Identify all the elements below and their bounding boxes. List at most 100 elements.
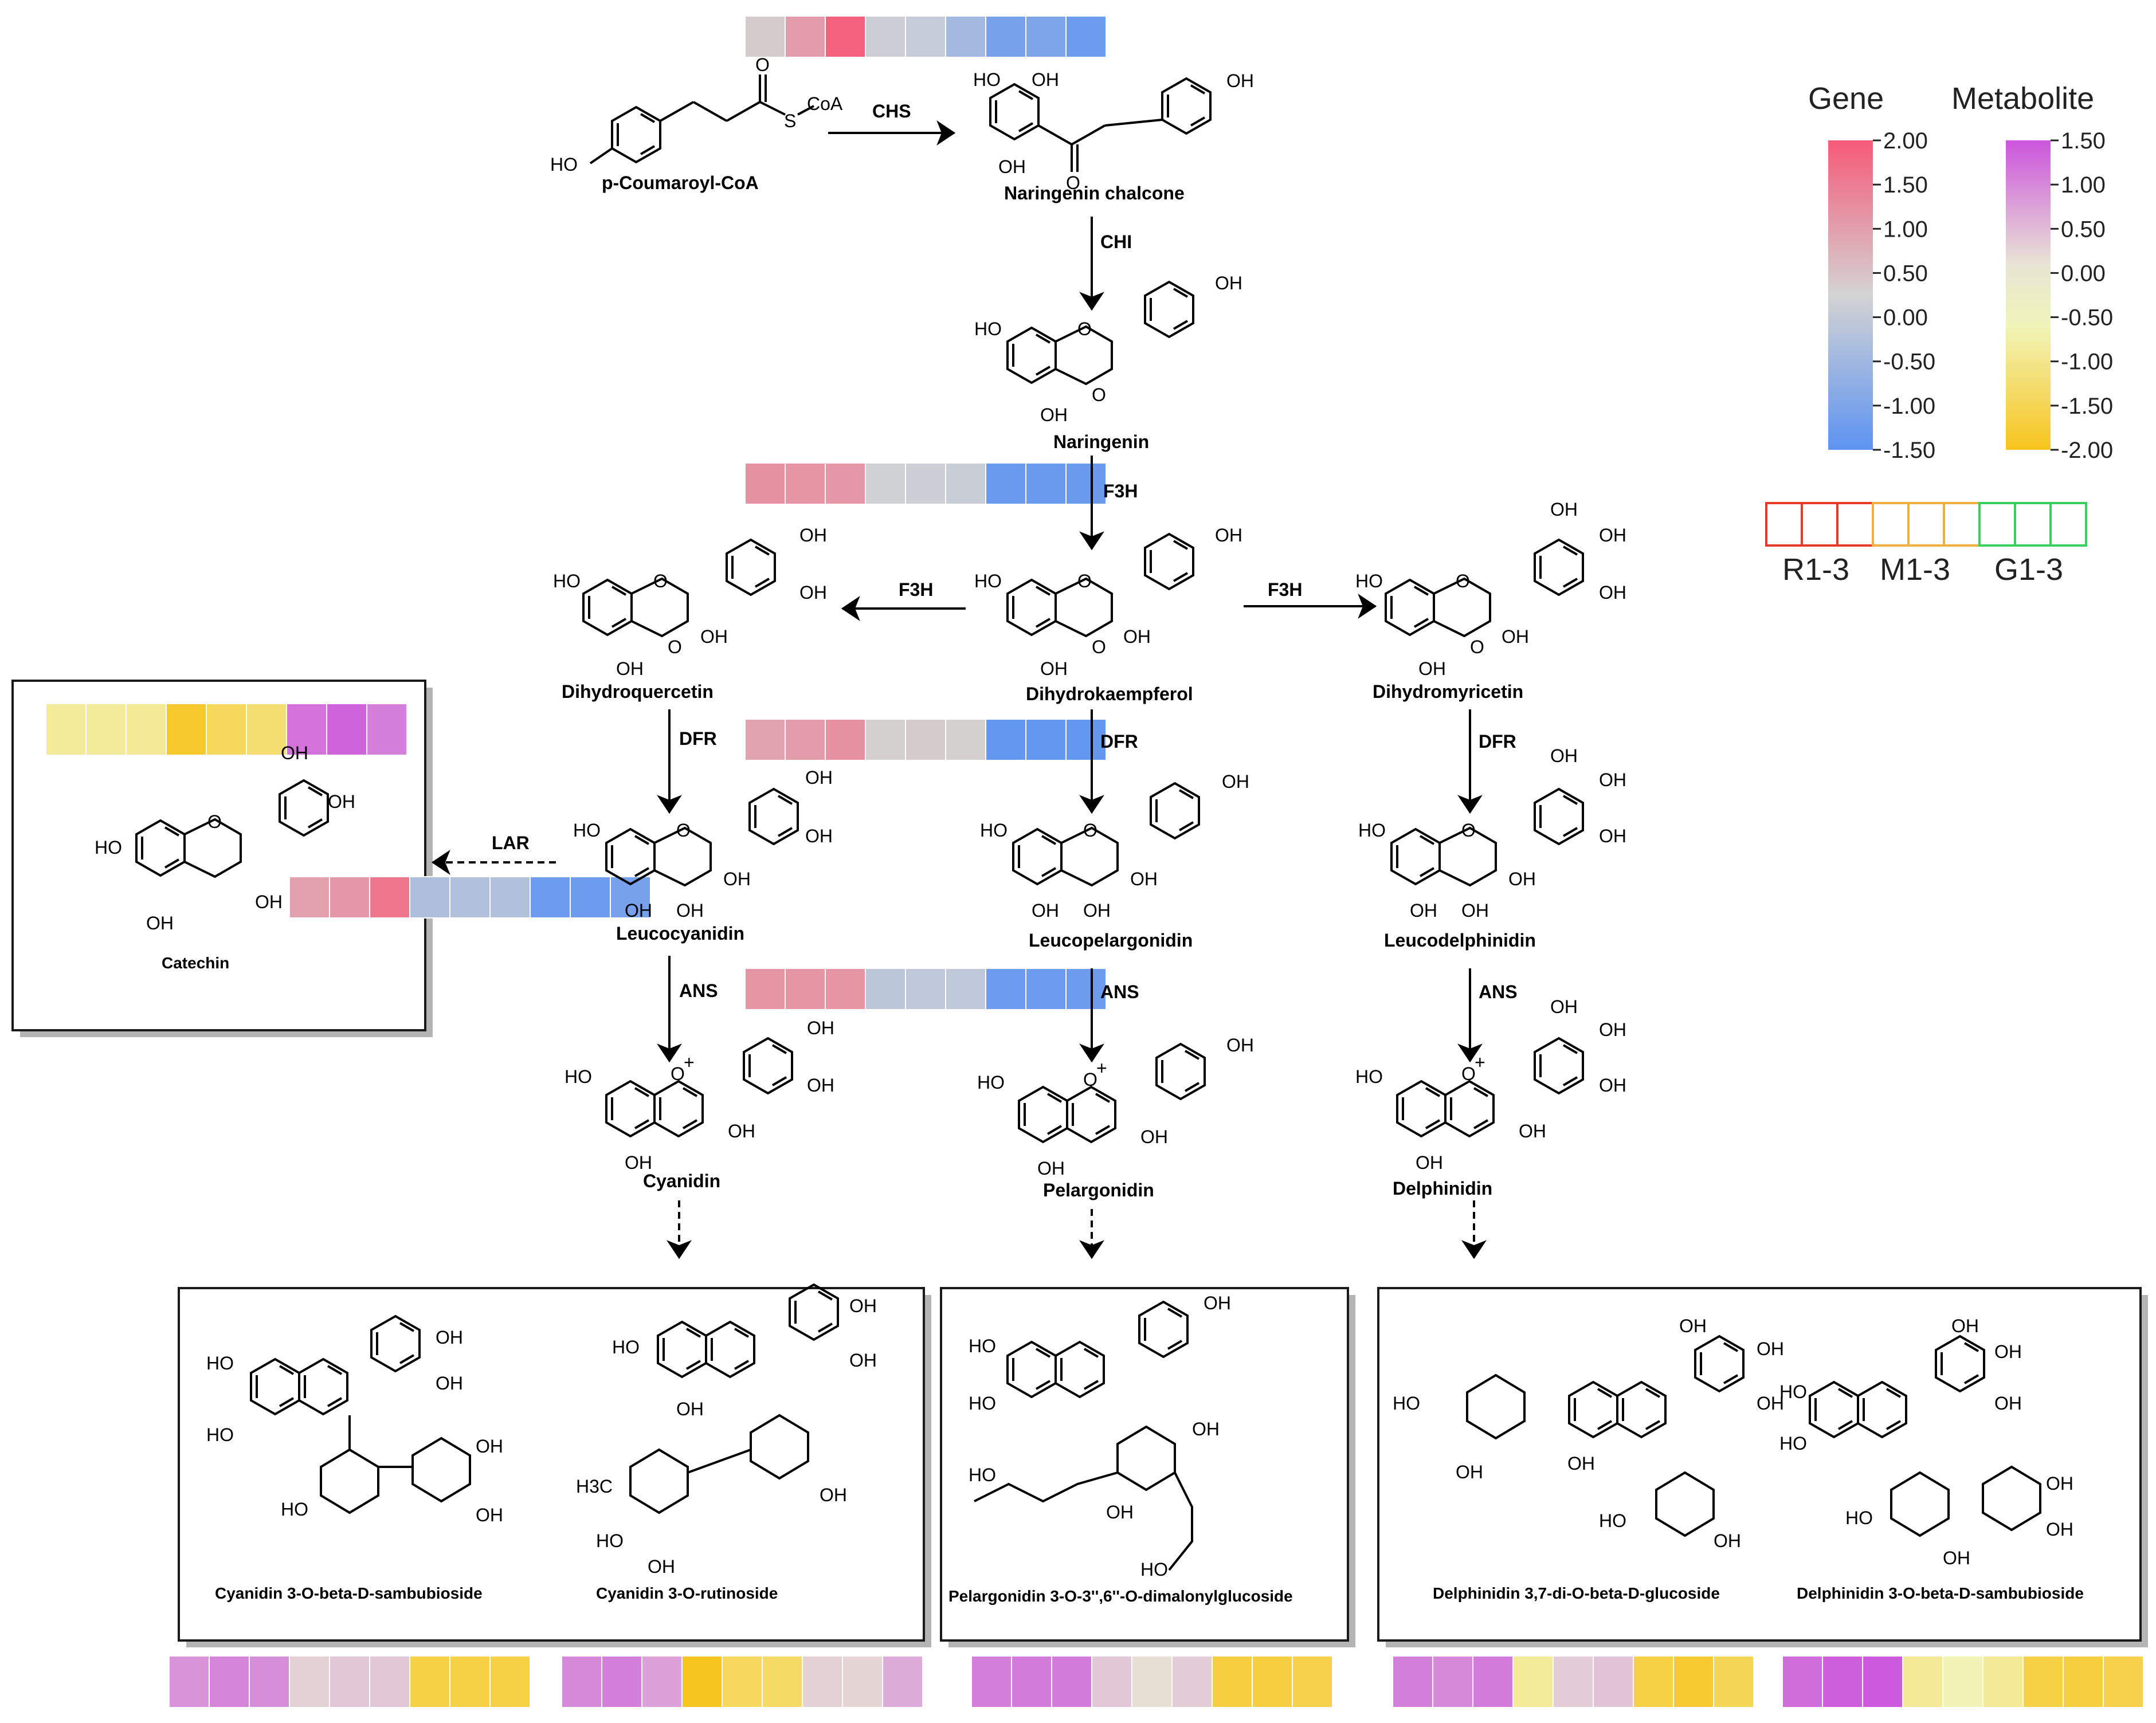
atom-oh: OH bbox=[1083, 900, 1111, 921]
reaction-arrows bbox=[431, 120, 1487, 1259]
heatmap-cell bbox=[785, 719, 826, 761]
atom-ho: HO bbox=[1779, 1433, 1807, 1454]
atom-ho: HO bbox=[1393, 1393, 1420, 1414]
atom-ho: HO bbox=[573, 820, 601, 841]
atom-oh: OH bbox=[1215, 273, 1242, 293]
atom-oh: OH bbox=[799, 582, 827, 603]
atom-ho: HO bbox=[596, 1530, 624, 1551]
heatmap-cell bbox=[1065, 719, 1107, 761]
atom-ho: HO bbox=[550, 154, 578, 175]
atom-ho: HO bbox=[1355, 1066, 1383, 1087]
heatmap-cell bbox=[489, 1655, 531, 1708]
heatmap-cell bbox=[1942, 1655, 1983, 1708]
atom-o: O bbox=[1461, 820, 1476, 841]
heatmap-cell bbox=[329, 1655, 370, 1708]
atom-oh: OH bbox=[805, 767, 833, 788]
heatmap-cy_samb bbox=[168, 1655, 531, 1708]
heatmap-cell bbox=[1065, 462, 1107, 505]
atom-o: O bbox=[1083, 820, 1097, 841]
heatmap-cell bbox=[1982, 1655, 2024, 1708]
legend-group-r: R1-3 bbox=[1782, 552, 1849, 587]
atom-oh: OH bbox=[1599, 525, 1626, 545]
atom-ho: HO bbox=[980, 820, 1008, 841]
atom-oh: OH bbox=[1040, 405, 1068, 425]
atom-oh: OH bbox=[2046, 1473, 2073, 1494]
compound-naringenin-chalcone: Naringenin chalcone bbox=[1004, 183, 1185, 203]
heatmap-cell bbox=[945, 15, 986, 58]
atom-oh: OH bbox=[1123, 626, 1151, 647]
atom-oh: OH bbox=[616, 658, 644, 679]
heatmap-cell bbox=[785, 968, 826, 1010]
atom-oh: OH bbox=[1215, 525, 1242, 545]
structure-delphinidin: HO O + OH OH OH OH OH bbox=[1355, 996, 1626, 1173]
colorbar-tick-label: 0.00 bbox=[2061, 261, 2106, 286]
atom-oh: OH bbox=[1599, 1019, 1626, 1040]
atom-oh: OH bbox=[436, 1373, 463, 1394]
gene-colorbar bbox=[1828, 140, 1873, 450]
atom-oh: OH bbox=[1599, 1075, 1626, 1096]
atom-o: O bbox=[653, 571, 668, 591]
atom-oh: OH bbox=[1226, 1035, 1254, 1055]
structure-leucopelargonidin: HO O OH OH OH OH bbox=[980, 771, 1249, 921]
colorbar-tick-label: -0.50 bbox=[2061, 305, 2113, 331]
atom-oh: OH bbox=[476, 1505, 503, 1525]
legend-group-g: G1-3 bbox=[1994, 552, 2063, 587]
compound-dp-diglucoside: Delphinidin 3,7-di-O-beta-D-glucoside bbox=[1433, 1584, 1720, 1602]
atom-oh: OH bbox=[676, 900, 704, 921]
gene-colorbar-ticks: 2.001.501.000.500.00-0.50-1.00-1.50 bbox=[1873, 128, 1935, 463]
heatmap-cell bbox=[449, 876, 491, 919]
compound-dp-sambubioside: Delphinidin 3-O-beta-D-sambubioside bbox=[1797, 1584, 2084, 1602]
group-legend-cell bbox=[1907, 502, 1945, 547]
atom-oh: OH bbox=[1032, 69, 1059, 90]
atom-oh: OH bbox=[1106, 1502, 1134, 1522]
structure-dp-diglucoside: HO OH OH OH OH OH HO OH bbox=[1393, 1316, 1784, 1551]
colorbar-tick-label: 0.50 bbox=[1883, 261, 1928, 286]
atom-plus: + bbox=[1096, 1058, 1107, 1078]
compound-naringenin: Naringenin bbox=[1053, 431, 1149, 452]
heatmap-cell bbox=[744, 462, 786, 505]
atom-oh: OH bbox=[1130, 869, 1158, 889]
structure-catechin: HO O OH OH OH OH bbox=[95, 743, 355, 933]
enzyme-chi: CHI bbox=[1100, 231, 1132, 252]
heatmap-dp_samb bbox=[1782, 1655, 2144, 1708]
heatmap-cell bbox=[1432, 1655, 1473, 1708]
colorbar-tick-label: 0.50 bbox=[2061, 217, 2106, 242]
heatmap-cell bbox=[905, 15, 946, 58]
heatmap-ans bbox=[744, 968, 1107, 1010]
heatmap-cell bbox=[2063, 1655, 2104, 1708]
heatmap-cell bbox=[1713, 1655, 1754, 1708]
heatmap-cell bbox=[1065, 968, 1107, 1010]
compound-pg-dimalonylglucoside: Pelargonidin 3-O-3'',6''-O-dimalonylgluc… bbox=[948, 1587, 1293, 1605]
atom-ho: HO bbox=[612, 1337, 640, 1357]
heatmap-cell bbox=[722, 1655, 763, 1708]
structure-coumaroyl-coa: O S CoA HO bbox=[550, 54, 843, 175]
structure-cyanidin: HO O + OH OH OH OH bbox=[565, 1018, 834, 1173]
colorbar-tick-label: -1.00 bbox=[1883, 394, 1935, 419]
atom-oh: OH bbox=[1508, 869, 1536, 889]
atom-o: O bbox=[1083, 1069, 1097, 1090]
heatmap-cell bbox=[489, 876, 531, 919]
heatmap-cell bbox=[865, 462, 906, 505]
atom-oh: OH bbox=[1192, 1419, 1220, 1439]
structure-pg-dimalonylglucoside: HO HO OH OH HO OH HO bbox=[969, 1293, 1231, 1580]
heatmap-cell bbox=[1292, 1655, 1333, 1708]
heatmap-dp_diglc bbox=[1392, 1655, 1754, 1708]
atom-oh: OH bbox=[2046, 1519, 2073, 1540]
heatmap-cell bbox=[1131, 1655, 1173, 1708]
heatmap-cell bbox=[409, 1655, 450, 1708]
compound-dihydrokaempferol: Dihydrokaempferol bbox=[1026, 684, 1193, 704]
heatmap-cell bbox=[905, 462, 946, 505]
enzyme-f3h: F3H bbox=[1103, 481, 1138, 501]
delphinidin-derivatives-box bbox=[1377, 1287, 2142, 1642]
heatmap-cell bbox=[1902, 1655, 1943, 1708]
structure-dihydromyricetin: HO O OH OH OH OH OH O bbox=[1355, 499, 1626, 679]
atom-oh: OH bbox=[805, 826, 833, 846]
atom-oh: OH bbox=[1550, 745, 1578, 766]
compound-leucodelphinidin: Leucodelphinidin bbox=[1384, 930, 1536, 951]
atom-oh: OH bbox=[648, 1556, 675, 1577]
atom-oh: OH bbox=[849, 1350, 877, 1371]
atom-oh: OH bbox=[1410, 900, 1437, 921]
heatmap-cell bbox=[166, 703, 207, 756]
atom-ho: HO bbox=[1845, 1508, 1873, 1528]
